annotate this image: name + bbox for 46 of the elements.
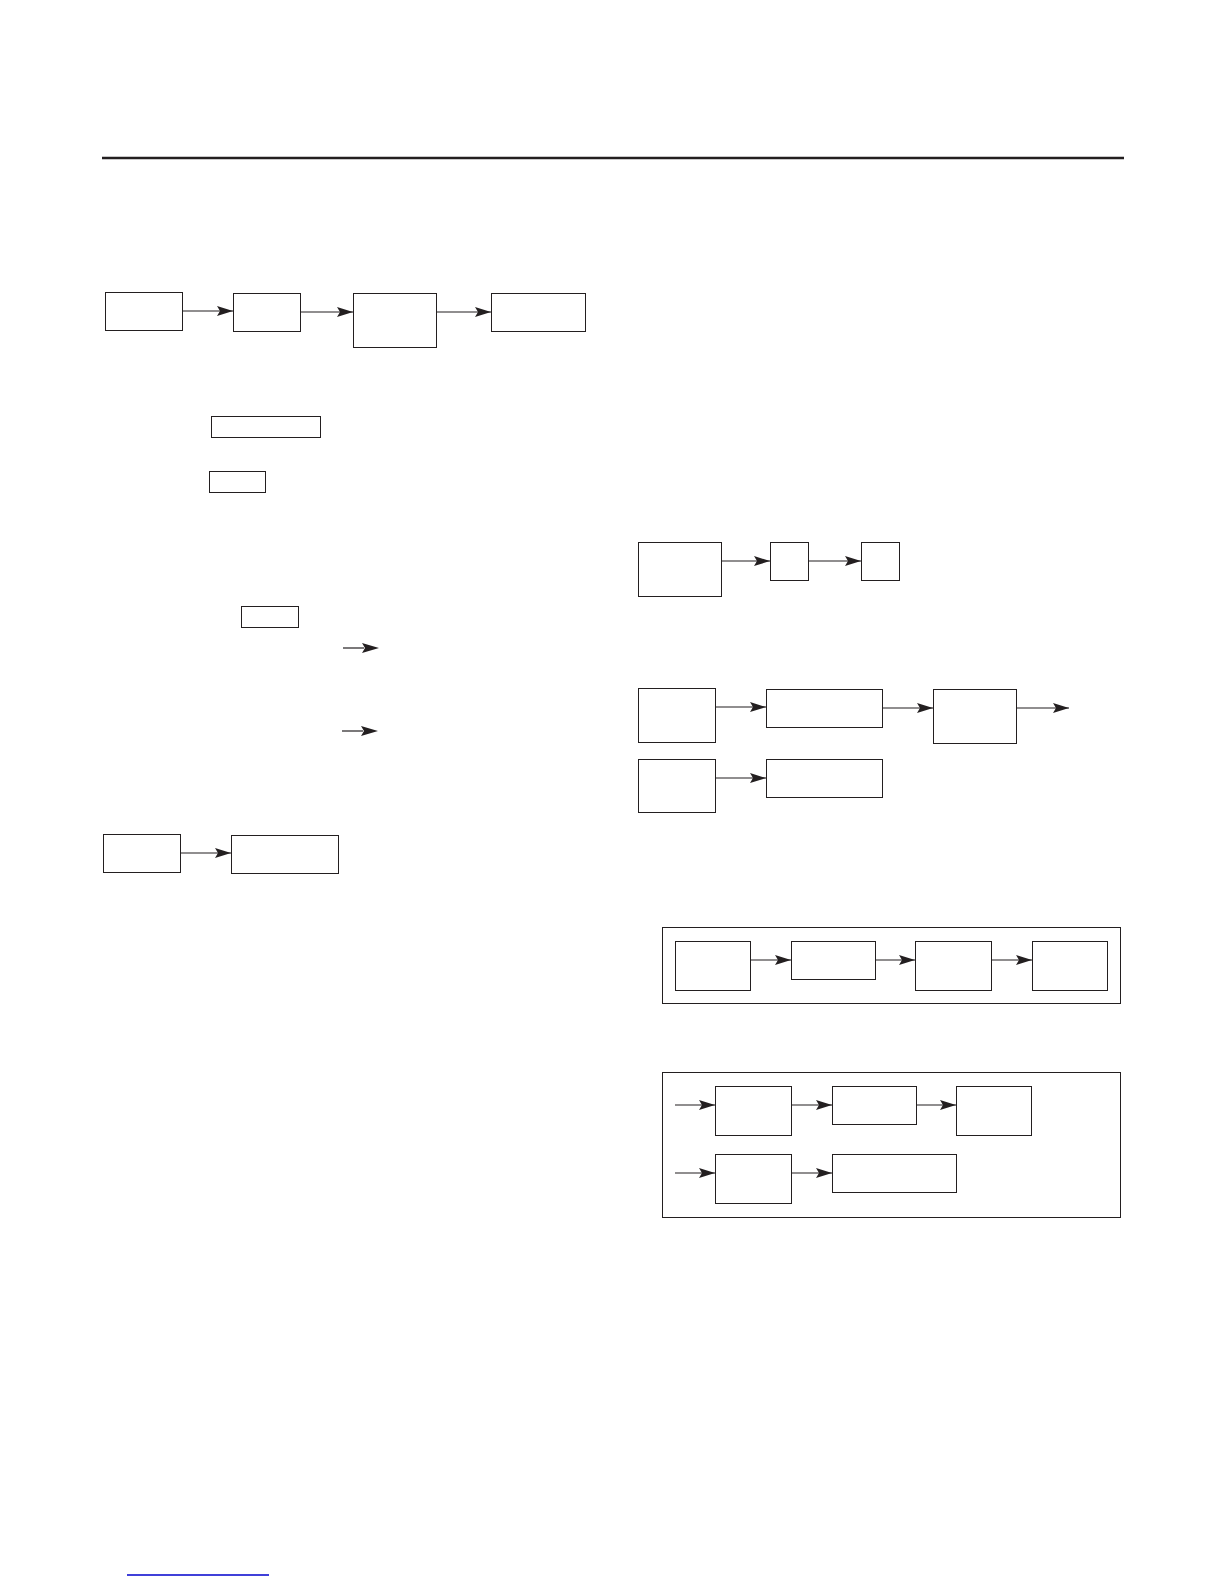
process-box [638, 688, 716, 743]
arrow [182, 306, 234, 316]
process-box [831, 1085, 917, 1125]
arrow [882, 703, 934, 713]
process-box [861, 542, 900, 581]
arrow [916, 1100, 957, 1110]
arrow [875, 955, 916, 965]
process-box [914, 940, 992, 991]
arrow [180, 848, 232, 858]
process-box [766, 759, 883, 798]
process-box [209, 471, 266, 493]
process-box [233, 293, 301, 332]
process-box [714, 1085, 792, 1136]
process-box [211, 416, 321, 438]
arrow [991, 955, 1033, 965]
process-box [933, 689, 1017, 744]
process-box [638, 759, 716, 813]
process-box [674, 940, 751, 991]
arrow [300, 307, 354, 317]
process-box [1031, 940, 1108, 991]
process-box [831, 1153, 957, 1193]
group-box [662, 927, 1121, 1004]
process-box [241, 606, 299, 628]
arrow [436, 307, 492, 317]
process-box [955, 1085, 1032, 1136]
process-box [770, 542, 809, 581]
process-box [714, 1153, 792, 1204]
process-box [638, 542, 722, 597]
process-box [105, 292, 183, 331]
arrow [808, 556, 862, 566]
process-box [353, 293, 437, 348]
arrow [1016, 703, 1070, 713]
arrow [721, 556, 771, 566]
process-box [103, 834, 181, 873]
arrow [715, 702, 767, 712]
process-box [491, 293, 586, 332]
arrow [674, 1168, 716, 1178]
arrow [674, 1100, 716, 1110]
process-box [766, 689, 883, 728]
group-box [662, 1072, 1121, 1218]
arrow [750, 955, 792, 965]
process-box [231, 835, 339, 874]
arrow [791, 1100, 833, 1110]
arrow [791, 1168, 833, 1178]
arrow [715, 773, 767, 783]
process-box [790, 940, 876, 980]
